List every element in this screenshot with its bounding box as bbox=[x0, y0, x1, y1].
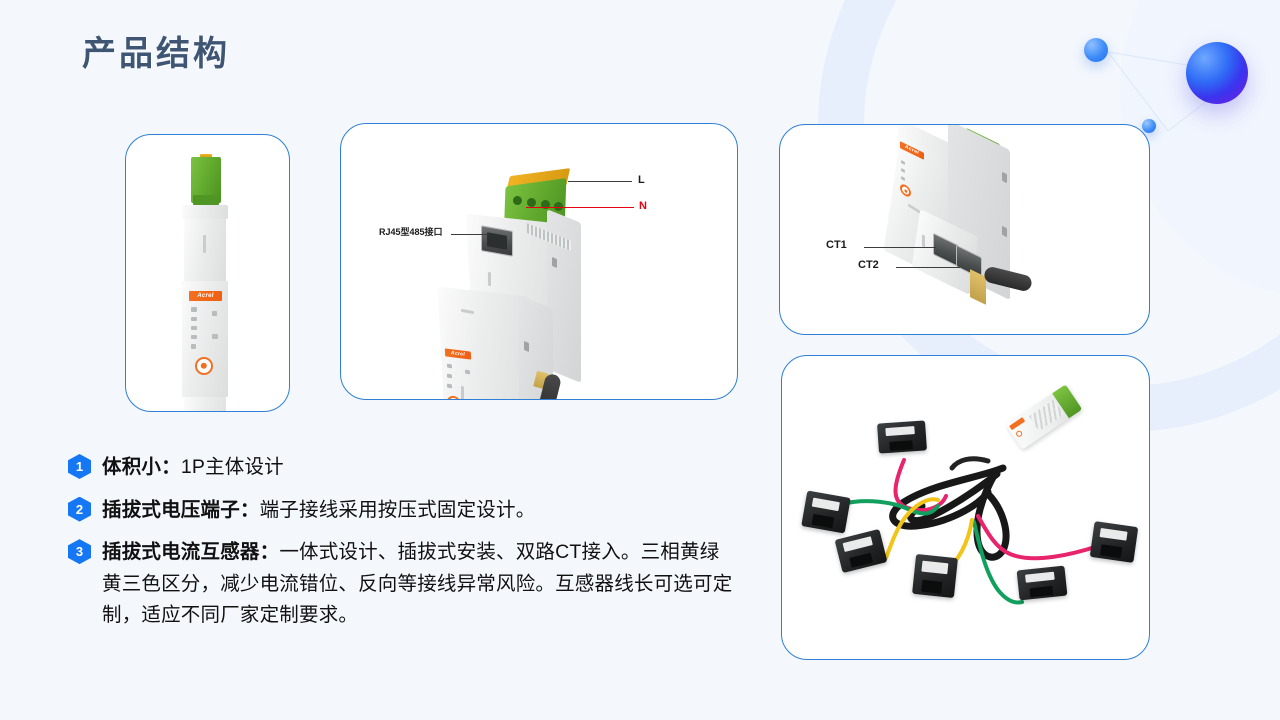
product-ct-port-card: Acrel CT1 CT2 bbox=[779, 124, 1150, 335]
list-item: 3 插拔式电流互感器：一体式设计、插拔式安装、双路CT接入。三相黄绿黄三色区分，… bbox=[68, 537, 768, 632]
indicator-icon-7 bbox=[212, 334, 218, 339]
ct-sensor-gap bbox=[1099, 544, 1123, 559]
ct-sensor-5 bbox=[1016, 565, 1068, 601]
device-slot-upper bbox=[203, 235, 206, 253]
device-clip-lower bbox=[1002, 225, 1007, 238]
device-slot-lower bbox=[922, 234, 925, 248]
feature-rest-1: 1P主体设计 bbox=[180, 456, 284, 478]
indicator-icon-4 bbox=[465, 369, 470, 375]
indicator-icon-6 bbox=[212, 311, 217, 316]
ct-sensor-label bbox=[884, 425, 916, 436]
list-item: 1 体积小：1P主体设计 bbox=[68, 452, 768, 484]
feature-rest-3: 一体式设计、插拔式安装、双路CT接入。三相黄绿黄三色区分，减少电流错位、反向等接… bbox=[102, 541, 733, 627]
callout-line-rj45 bbox=[451, 234, 489, 235]
indicator-icon-2 bbox=[447, 373, 452, 379]
bullet-number-2: 2 bbox=[68, 496, 91, 522]
device-clip-lower bbox=[524, 340, 529, 353]
card-1-stage: Acrel bbox=[126, 135, 289, 411]
ct-sensor-gap bbox=[921, 579, 943, 594]
terminal-screw bbox=[200, 154, 212, 158]
indicator-icon-3 bbox=[447, 383, 452, 389]
callout-line-l bbox=[568, 181, 632, 182]
ct-sensor-4 bbox=[912, 553, 958, 599]
callout-label-ct2: CT2 bbox=[858, 259, 879, 271]
page-title: 产品结构 bbox=[82, 35, 230, 73]
device-top-cap bbox=[182, 205, 228, 219]
reset-button[interactable] bbox=[195, 357, 213, 375]
ct-harness-wiring bbox=[840, 456, 1100, 605]
indicator-icon-1 bbox=[191, 307, 197, 312]
indicator-icon-1 bbox=[447, 363, 452, 369]
feature-list: 1 体积小：1P主体设计 2 插拔式电压端子：端子接线采用按压式固定设计。 3 … bbox=[68, 452, 768, 643]
device-clip-upper bbox=[552, 256, 557, 269]
indicator-icon-5 bbox=[191, 344, 196, 349]
feature-text-2: 插拔式电压端子：端子接线采用按压式固定设计。 bbox=[102, 495, 535, 527]
acrel-logo: Acrel bbox=[189, 291, 222, 301]
ct-sensor-6 bbox=[1089, 521, 1139, 563]
bullet-number-1: 1 bbox=[68, 454, 91, 479]
ct-sensor-1 bbox=[877, 420, 927, 454]
device-slot-lower bbox=[461, 385, 464, 399]
product-front-view-card: Acrel bbox=[125, 134, 290, 412]
gradient-sphere-large-icon bbox=[1186, 42, 1248, 104]
product-terminal-detail-card: Acrel L N RJ45型485接口 bbox=[340, 123, 738, 400]
indicator-icon-3 bbox=[191, 326, 197, 330]
card-4-stage bbox=[782, 356, 1149, 659]
feature-lead-2: 插拔式电压端子： bbox=[102, 498, 260, 521]
ct-sensor-label bbox=[843, 536, 873, 553]
device-lower-body bbox=[184, 397, 226, 411]
callout-line-ct1 bbox=[864, 247, 936, 248]
callout-label-ct1: CT1 bbox=[826, 239, 847, 251]
ct-sensor-gap bbox=[849, 552, 874, 568]
indicator-icon-4 bbox=[191, 335, 197, 339]
callout-label-n: N bbox=[639, 200, 647, 212]
card-3-stage: Acrel CT1 CT2 bbox=[780, 125, 1149, 334]
callout-label-rj45: RJ45型485接口 bbox=[379, 227, 443, 237]
ct-sensor-label bbox=[1024, 571, 1056, 583]
ct-sensor-gap bbox=[811, 514, 834, 529]
reset-button-mini[interactable] bbox=[1014, 429, 1024, 438]
feature-text-1: 体积小：1P主体设计 bbox=[102, 452, 284, 484]
bullet-number-3: 3 bbox=[68, 539, 91, 565]
feature-rest-2: 端子接线采用按压式固定设计。 bbox=[259, 498, 536, 521]
callout-label-l: L bbox=[638, 174, 645, 186]
terminal-base bbox=[193, 195, 219, 205]
ct-harness-card bbox=[781, 355, 1150, 660]
ct-sensor-label bbox=[921, 560, 949, 575]
ct-sensor-label bbox=[1099, 527, 1128, 541]
ct-sensor-gap bbox=[1028, 585, 1053, 597]
device-slot-upper bbox=[488, 271, 491, 287]
ct-sensor-2 bbox=[801, 490, 851, 534]
ct-sensor-label bbox=[811, 497, 841, 512]
feature-text-3: 插拔式电流互感器：一体式设计、插拔式安装、双路CT接入。三相黄绿黄三色区分，减少… bbox=[102, 537, 734, 632]
feature-lead-1: 体积小： bbox=[102, 456, 181, 478]
feature-lead-3: 插拔式电流互感器： bbox=[102, 541, 280, 564]
callout-line-ct2 bbox=[896, 267, 960, 268]
indicator-icon-2 bbox=[191, 317, 197, 321]
device-clip-upper bbox=[1002, 171, 1007, 184]
callout-line-n bbox=[526, 207, 634, 208]
card-2-stage: Acrel L N RJ45型485接口 bbox=[341, 124, 737, 399]
list-item: 2 插拔式电压端子：端子接线采用按压式固定设计。 bbox=[68, 495, 768, 527]
gradient-sphere-medium-icon bbox=[1084, 38, 1108, 62]
ct-sensor-gap bbox=[888, 439, 913, 451]
